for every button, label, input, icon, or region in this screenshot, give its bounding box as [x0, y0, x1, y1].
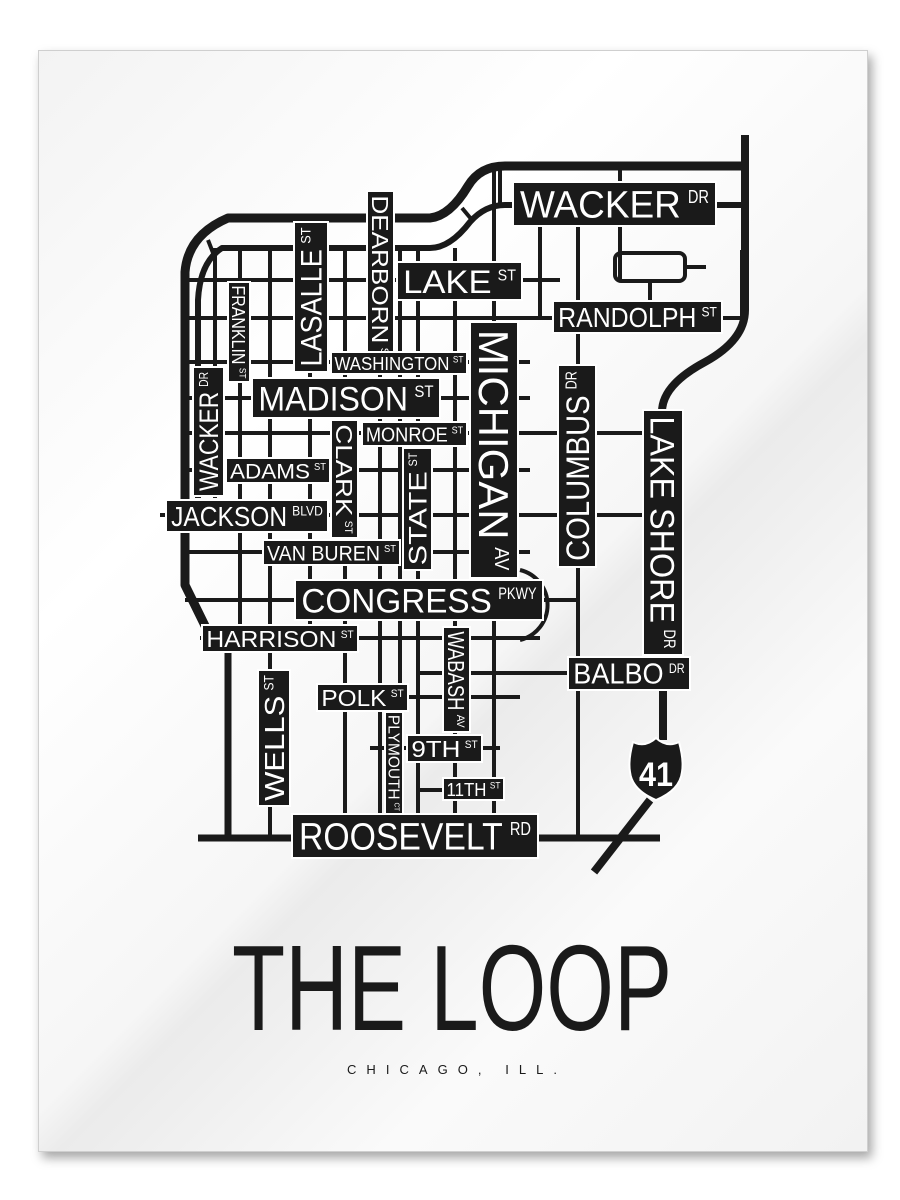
street-name: STATE — [404, 471, 432, 565]
street-suffix: ST — [261, 675, 276, 690]
street-label-wacker: WACKER DR — [192, 366, 225, 497]
street-label-columbus: COLUMBUS DR — [557, 364, 597, 568]
street-name: MICHIGAN — [470, 330, 516, 540]
street-suffix: ST — [391, 688, 404, 700]
street-label-wells: WELLS ST — [257, 669, 291, 807]
street-suffix: ST — [452, 426, 464, 437]
street-name: VAN BUREN — [267, 541, 380, 565]
street-suffix: RD — [510, 818, 531, 839]
street-name: MONROE — [366, 423, 448, 446]
street-label-wabash: WABASH AV — [442, 626, 471, 733]
street-name: COLUMBUS — [559, 395, 596, 561]
street-suffix: ST — [237, 368, 247, 379]
street-name: LASALLE — [297, 249, 329, 366]
street-name: RANDOLPH — [558, 302, 696, 333]
street-suffix: DR — [669, 660, 685, 676]
street-label-franklin: FRANKLIN ST — [227, 281, 251, 383]
street-name: DEARBORN — [367, 195, 393, 343]
street-suffix: ST — [406, 452, 420, 466]
street-label-roosevelt: ROOSEVELT RD — [291, 813, 539, 859]
street-suffix: CT — [392, 802, 401, 811]
street-name: WACKER — [520, 185, 681, 227]
street-label-lake: LAKE ST — [396, 261, 523, 301]
street-label-wacker: WACKER DR — [512, 181, 717, 227]
street-suffix: ST — [702, 304, 717, 319]
street-suffix: DR — [563, 371, 580, 389]
street-name: LAKE — [403, 263, 492, 300]
street-name: 11TH — [447, 780, 487, 801]
street-name: BALBO — [573, 659, 663, 691]
street-label-state: STATE ST — [402, 447, 433, 571]
street-name: MADISON — [258, 380, 408, 418]
street-suffix: ST — [384, 543, 397, 555]
street-name: 9TH — [411, 736, 460, 762]
street-suffix: PKWY — [498, 584, 536, 603]
street-suffix: ST — [453, 355, 464, 365]
street-name: WABASH — [443, 631, 469, 710]
street-name: WASHINGTON — [335, 354, 450, 375]
street-name: CLARK — [331, 424, 357, 517]
street-suffix: ST — [490, 781, 501, 791]
street-label-dearborn: DEARBORNST — [366, 190, 395, 366]
street-label-congress: CONGRESS PKWY — [294, 579, 544, 621]
road — [519, 568, 550, 642]
street-name: ADAMS — [230, 459, 310, 483]
street-suffix: ST — [314, 461, 327, 473]
street-suffix: ST — [498, 267, 516, 284]
street-suffix: BLVD — [292, 503, 323, 518]
street-label-adams: ADAMS ST — [225, 457, 331, 484]
street-label-clark: CLARK ST — [330, 419, 359, 539]
road — [195, 202, 745, 498]
street-label-balbo: BALBO DR — [567, 656, 691, 691]
street-name: WELLS — [259, 696, 290, 801]
street-name: PLYMOUTH — [384, 715, 401, 800]
street-label-jackson: JACKSON BLVD — [165, 499, 329, 533]
road — [460, 206, 474, 222]
street-name: POLK — [321, 685, 387, 711]
street-suffix: ST — [342, 521, 354, 534]
street-suffix: AV — [490, 547, 512, 571]
poster-title: THE LOOP — [232, 920, 672, 1056]
street-label-harrison: HARRISON ST — [201, 624, 359, 653]
route-number: 41 — [639, 756, 673, 794]
us-route-41-shield-icon: 41 — [628, 736, 684, 802]
parking-structure — [613, 251, 687, 283]
street-suffix: DR — [688, 186, 709, 207]
road — [658, 135, 749, 413]
street-suffix: ST — [414, 382, 433, 401]
street-label-lake-shore: LAKE SHORE DR — [642, 409, 684, 656]
road — [180, 161, 745, 642]
street-label-plymouth: PLYMOUTH CT — [384, 711, 404, 815]
street-label-madison: MADISON ST — [251, 377, 441, 419]
street-label-lasalle: LASALLE ST — [293, 221, 329, 373]
street-label-randolph: RANDOLPH ST — [552, 300, 723, 334]
street-suffix: DR — [196, 372, 211, 387]
street-suffix: DR — [660, 629, 679, 648]
street-name: LAKE SHORE — [643, 416, 681, 623]
poster-subtitle: CHICAGO, ILL. — [347, 1062, 557, 1077]
street-label-9th: 9TH ST — [406, 734, 483, 763]
street-label-van-buren: VAN BUREN ST — [262, 539, 401, 566]
street-suffix: ST — [341, 629, 354, 641]
street-suffix: AV — [454, 715, 466, 728]
street-label-polk: POLK ST — [316, 683, 409, 712]
street-suffix: ST — [298, 227, 314, 244]
street-name: JACKSON — [171, 501, 287, 532]
street-label-michigan: MICHIGAN AV — [469, 321, 519, 579]
street-labels: WACKER DR LAKE ST RANDOLPH ST LASALLE ST DEARBOR… — [165, 181, 723, 859]
street-name: ROOSEVELT — [299, 817, 503, 859]
street-name: FRANKLIN — [227, 286, 248, 365]
street-suffix: ST — [465, 739, 478, 751]
street-name: WACKER — [194, 392, 224, 491]
street-name: CONGRESS — [301, 582, 491, 620]
street-label-monroe: MONROE ST — [361, 421, 468, 447]
street-name: HARRISON — [206, 626, 336, 652]
